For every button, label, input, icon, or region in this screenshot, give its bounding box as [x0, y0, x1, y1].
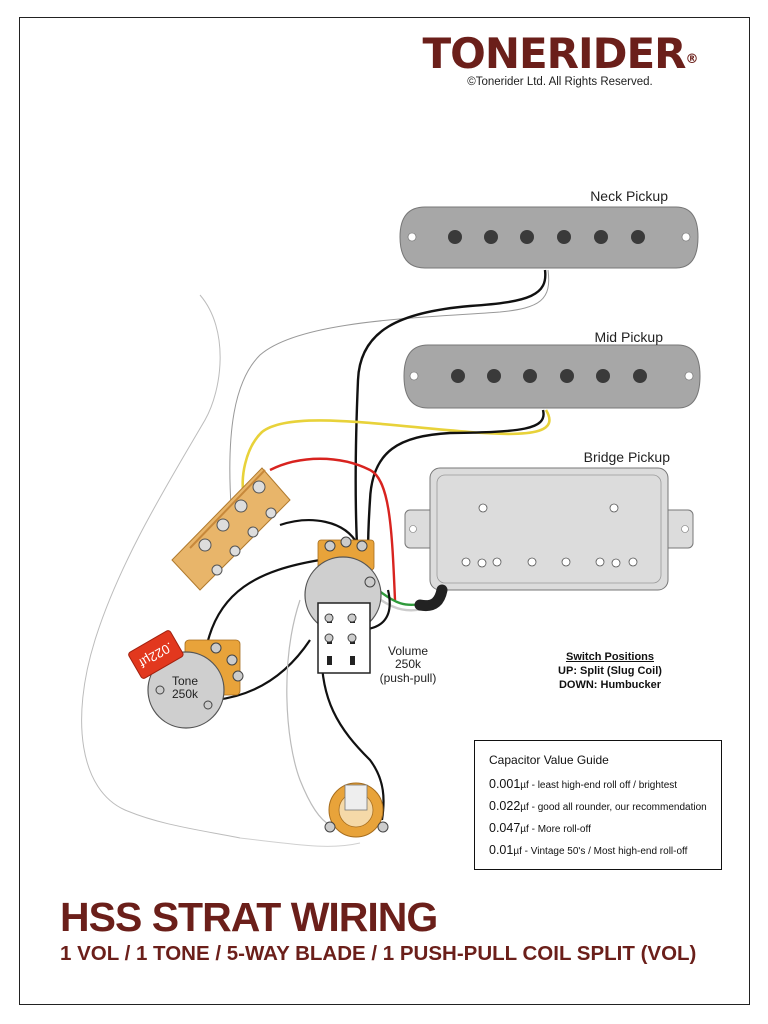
- switch-positions: Switch Positions UP: Split (Slug Coil) D…: [520, 650, 700, 692]
- tone-pot: [147, 639, 244, 729]
- brand-name: TONERIDER®: [420, 30, 700, 78]
- brand-logo: TONERIDER® ©Tonerider Ltd. All Rights Re…: [420, 30, 700, 89]
- switch-position-up: UP: Split (Slug Coil): [558, 665, 662, 677]
- capacitor-guide-title: Capacitor Value Guide: [489, 753, 609, 767]
- volume-pot: [304, 536, 382, 674]
- registered-mark: ®: [685, 52, 699, 67]
- tone-ground-black: [214, 639, 311, 702]
- guitar-body-outline: [81, 294, 241, 839]
- switch-position-down: DOWN: Humbucker: [558, 679, 662, 691]
- ground-white: [286, 599, 331, 826]
- capacitor-value: 0.022: [489, 799, 521, 813]
- capacitor-row: 0.01µf - Vintage 50's / Most high-end ro…: [489, 839, 721, 861]
- page-subtitle: 1 VOL / 1 TONE / 5-WAY BLADE / 1 PUSH-PU…: [60, 942, 697, 965]
- switch-positions-heading: Switch Positions: [565, 651, 654, 663]
- capacitor-value-guide: Capacitor Value Guide 0.001µf - least hi…: [474, 740, 722, 870]
- capacitor-row: 0.001µf - least high-end roll off / brig…: [489, 773, 721, 795]
- neck-pickup-label: Neck Pickup: [590, 188, 668, 204]
- brand-name-text: TONERIDER: [422, 29, 686, 78]
- tone-value-label: 250k: [172, 687, 199, 701]
- mid-lead-black: [366, 409, 545, 556]
- capacitor-row: 0.022µf - good all rounder, our recommen…: [489, 795, 721, 817]
- capacitor-desc: µf - good all rounder, our recommendatio…: [520, 802, 707, 813]
- capacitor-value: 0.01: [489, 843, 514, 857]
- diagram-frame: [19, 17, 750, 1005]
- bridge-pickup-label: Bridge Pickup: [584, 449, 671, 465]
- capacitor-desc: µf - Vintage 50's / Most high-end roll-o…: [513, 846, 688, 857]
- capacitor-desc: µf - least high-end roll off / brightest: [520, 780, 678, 791]
- bridge-humbucker: [404, 467, 694, 591]
- mid-pickup: [403, 344, 701, 409]
- switch-to-vol-black: [279, 519, 359, 546]
- switch-to-tone-black: [203, 558, 321, 656]
- volume-value-label: 250k: [395, 657, 422, 671]
- bridge-braid: [414, 584, 448, 612]
- capacitor-value: 0.047: [489, 821, 521, 835]
- mid-lead-yellow: [241, 409, 551, 496]
- neck-pickup: [399, 206, 699, 269]
- mid-pickup-label: Mid Pickup: [595, 329, 664, 345]
- bridge-lead-red: [269, 457, 397, 601]
- pickguard-outline: [239, 837, 361, 847]
- tone-label: Tone: [172, 674, 198, 688]
- capacitor-value: 0.001: [489, 777, 521, 791]
- copyright-text: ©Tonerider Ltd. All Rights Reserved.: [467, 76, 653, 88]
- vol-to-jack-black: [320, 639, 385, 821]
- capacitor-row: 0.047µf - More roll-off: [489, 817, 721, 839]
- capacitor-desc: µf - More roll-off: [520, 824, 591, 835]
- volume-type-label: (push-pull): [380, 671, 437, 685]
- volume-label: Volume: [388, 644, 428, 658]
- page-title: HSS STRAT WIRING: [60, 894, 438, 940]
- output-jack: [324, 782, 389, 838]
- five-way-switch: [171, 467, 291, 591]
- neck-lead-black: [354, 269, 547, 546]
